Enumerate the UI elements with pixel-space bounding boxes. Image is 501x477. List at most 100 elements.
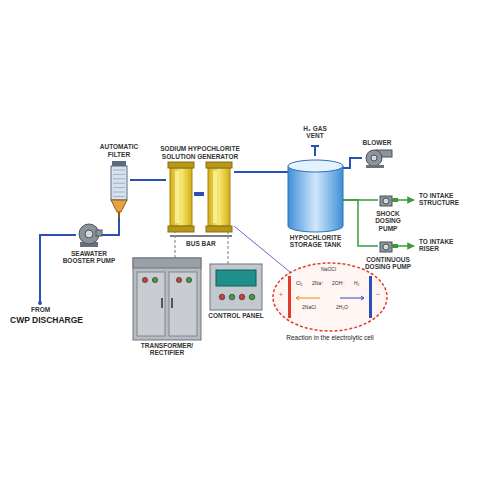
tank-top (288, 160, 343, 172)
equipment-label: SHOCK DOSING PUMP (369, 210, 407, 232)
dosing-pump: CONTINUOUS DOSING PUMP (378, 238, 398, 254)
equipment-label: AUTOMATIC FILTER (94, 143, 144, 158)
panel-body (210, 264, 262, 310)
vent-pipe (314, 146, 316, 156)
pump-head (383, 198, 389, 204)
equipment-outline (108, 160, 130, 218)
blower-base (366, 165, 384, 168)
filter-element (113, 174, 125, 175)
generator-symbol: SODIUM HYPOCHLORITE SOLUTION GENERATOR (166, 162, 234, 232)
cylinder-highlight (213, 171, 217, 223)
filter-cap (112, 161, 126, 166)
diagram-label: TO INTAKE STRUCTURE (419, 192, 467, 207)
equipment-outline (378, 238, 398, 254)
equipment-outline (288, 160, 343, 232)
pipe-connector (234, 171, 288, 173)
panel-button (219, 294, 225, 300)
cabinet-door (137, 272, 165, 336)
pipe-connector (102, 218, 119, 235)
equipment-label: CONTROL PANEL (203, 312, 269, 319)
intake-pipe (40, 235, 76, 303)
cell-link-pipe (194, 192, 204, 196)
indicator-lamp (176, 277, 181, 282)
filter-element (113, 187, 125, 188)
pump-impeller (85, 230, 93, 238)
cathode (369, 276, 372, 318)
blower-symbol: BLOWER (362, 148, 392, 168)
pump-body (380, 196, 392, 206)
diagram-label: H₂ GAS VENT (296, 125, 334, 140)
panel-button (229, 294, 235, 300)
cylinder-flange (206, 226, 232, 232)
equipment-outline (133, 258, 201, 340)
diagram-label: BUS BAR (186, 240, 216, 247)
pipe-connector (227, 232, 228, 264)
pump-outlet (392, 198, 398, 202)
reaction-term: − (376, 292, 380, 299)
filter-element (113, 178, 125, 179)
discharge-arrow (398, 245, 414, 247)
rectifier-cabinet: TRANSFORMER/ RECTIFIER (133, 258, 201, 340)
equipment-label: Reaction in the electrolytic cell (268, 334, 392, 341)
diagram-label: CWP DISCHARGE (10, 316, 83, 326)
bus-bar (170, 235, 232, 237)
indicator-lamp (186, 277, 191, 282)
filter-cone (111, 200, 127, 212)
reaction-term: NaOCl (321, 267, 336, 272)
ion-arrow (296, 296, 320, 300)
cylinder-flange (206, 162, 232, 168)
filter-element (113, 196, 125, 197)
panel-button (249, 294, 255, 300)
pump-body (380, 242, 392, 252)
reaction-callout: Reaction in the electrolytic cellNaOClCl… (272, 262, 388, 332)
equipment-outline (76, 222, 102, 248)
storage-tank: HYPOCHLORITE STORAGE TANK (288, 160, 343, 232)
filter-drain (118, 212, 120, 218)
equipment-label: SODIUM HYPOCHLORITE SOLUTION GENERATOR (150, 145, 250, 160)
pipe-connector (343, 200, 378, 246)
door-handle (161, 298, 163, 308)
indicator-lamp (152, 277, 157, 282)
pump-outlet (392, 244, 398, 248)
blower-fan (371, 155, 377, 161)
equipment-label: BLOWER (357, 139, 397, 146)
equipment-outline (378, 192, 398, 208)
control-panel: CONTROL PANEL (210, 264, 262, 310)
equipment-label: SEAWATER BOOSTER PUMP (61, 250, 117, 265)
reaction-term: 2Na⁺ (312, 281, 324, 286)
reaction-term: Cl₂ (296, 281, 303, 286)
filter-element (113, 183, 125, 184)
reaction-term: 2H₂O (336, 305, 348, 310)
vent-cap (311, 145, 319, 147)
pipe-connector (130, 179, 166, 181)
equipment-label: HYPOCHLORITE STORAGE TANK (281, 234, 351, 249)
equipment-label: CONTINUOUS DOSING PUMP (361, 256, 415, 271)
diagram-label: FROM (31, 306, 50, 313)
cylinder-flange (168, 162, 194, 168)
dosing-pump: SHOCK DOSING PUMP (378, 192, 398, 208)
pipe-connector (343, 158, 362, 168)
cabinet-top (133, 258, 201, 268)
pipe-end (38, 301, 42, 305)
anode (288, 276, 291, 318)
cylinder-flange (168, 226, 194, 232)
electrolyser-cylinder (208, 168, 230, 226)
cylinder-highlight (175, 171, 179, 223)
reaction-term: 2NaCl (302, 305, 316, 310)
cabinet-door (169, 272, 197, 336)
tank-body (288, 166, 343, 232)
indicator-lamp (142, 277, 147, 282)
filter-symbol: AUTOMATIC FILTER (108, 160, 130, 218)
reaction-term: H₂ (354, 281, 360, 286)
equipment-outline (210, 264, 262, 310)
callout-circle (273, 263, 387, 331)
cabinet-body (133, 258, 201, 340)
equipment-outline (272, 262, 388, 332)
filter-body (111, 166, 127, 200)
pump-symbol: SEAWATER BOOSTER PUMP (76, 222, 102, 248)
pump-outlet (96, 230, 102, 236)
discharge-arrow (398, 199, 414, 201)
panel-screen (216, 270, 256, 286)
electrolyser-cylinder (170, 168, 192, 226)
